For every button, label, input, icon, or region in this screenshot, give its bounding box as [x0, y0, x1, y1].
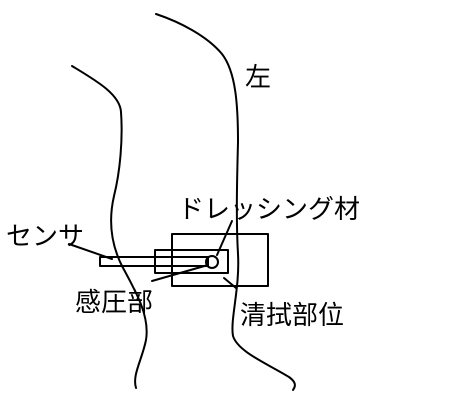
leg-left-contour: [71, 65, 148, 389]
pressure-sensing-part: [205, 255, 219, 269]
wipe-site-region: [171, 233, 269, 287]
pressure-part-label: 感圧部: [75, 288, 153, 318]
sensor-label: センサ: [6, 222, 84, 252]
dressing-leader-line: [216, 220, 233, 256]
leg-right-contour: [155, 13, 296, 391]
dressing-label: ドレッシング材: [178, 195, 360, 225]
wipe-site-leader-line: [223, 277, 237, 289]
sensor-leader-line: [68, 243, 113, 260]
pressure-part-leader-line: [151, 264, 209, 282]
side-label: 左: [245, 63, 271, 93]
dressing-material: [154, 249, 229, 274]
sensor-strip: [99, 256, 209, 267]
wipe-site-label: 清拭部位: [240, 301, 344, 331]
